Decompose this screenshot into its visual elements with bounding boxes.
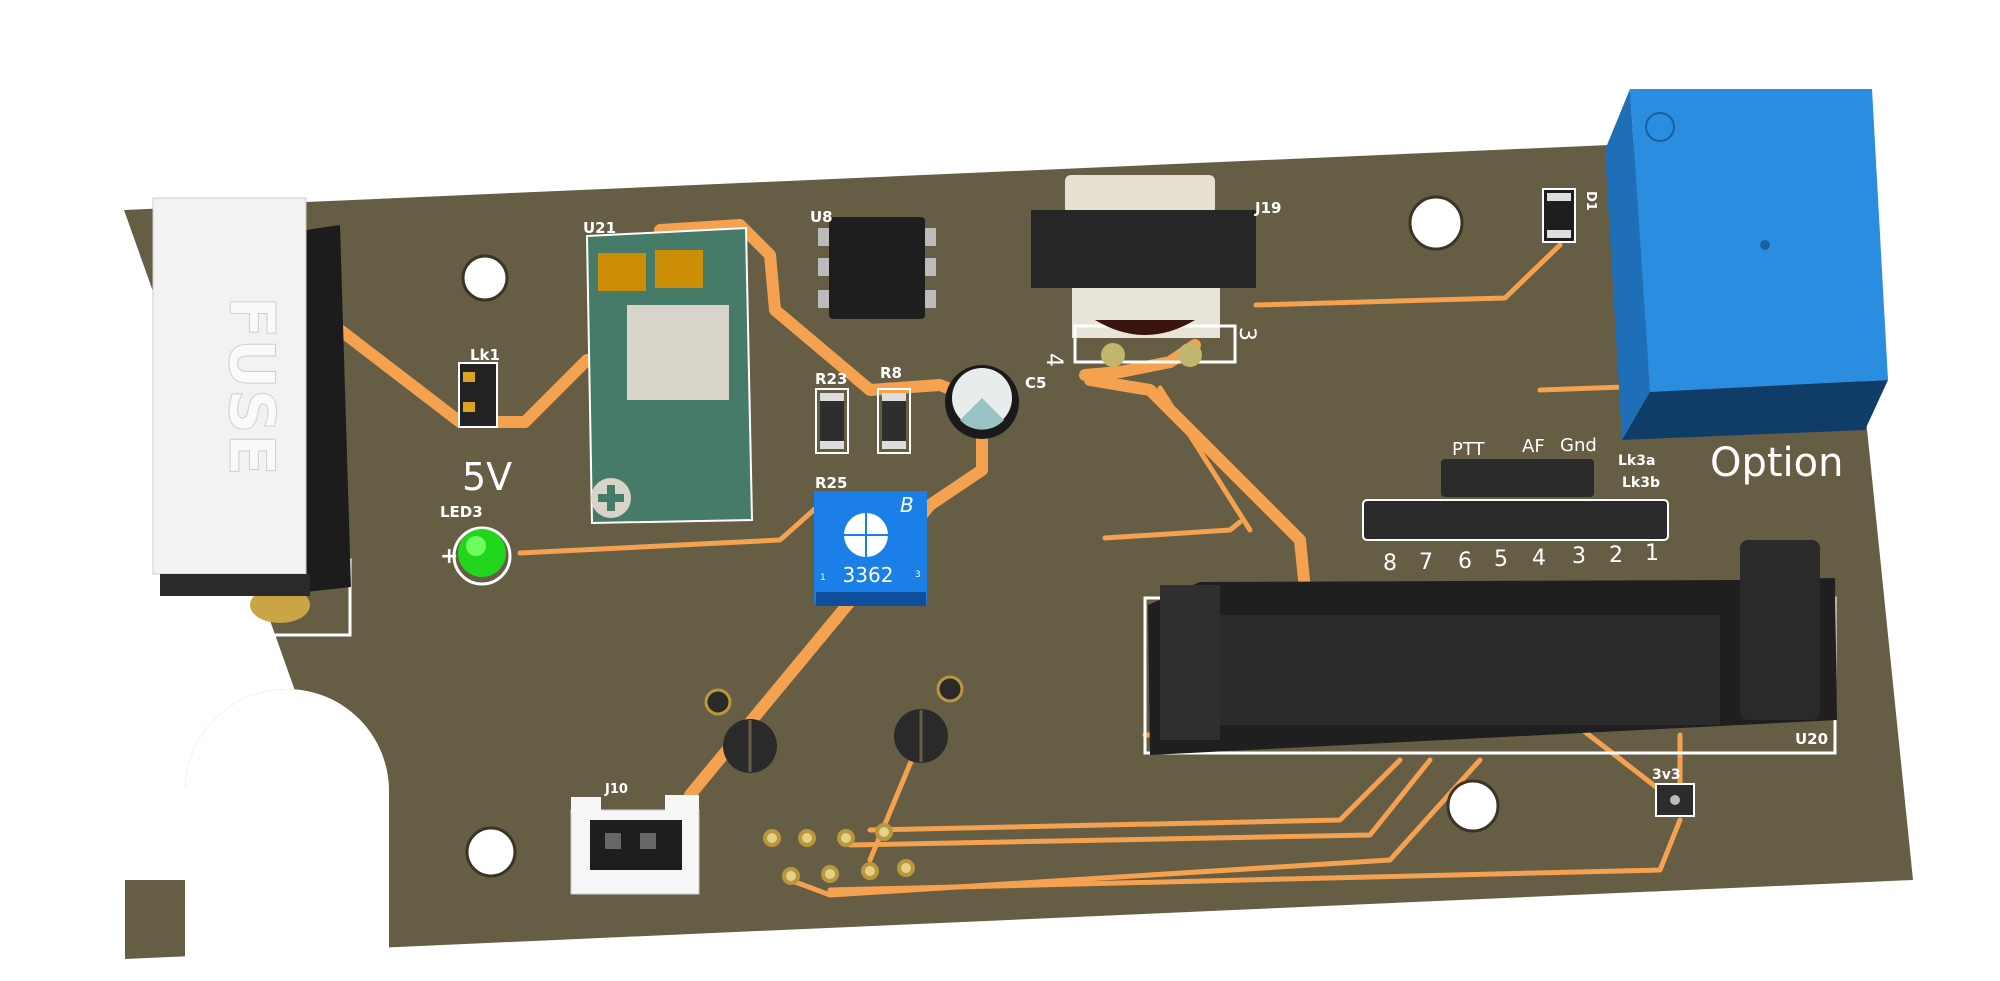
dc-dc-module-u21 <box>585 226 754 525</box>
r8-ref: R8 <box>880 364 902 382</box>
u8-ref: U8 <box>810 208 833 226</box>
resistor-r8 <box>877 388 911 454</box>
lk3-label-af: AF <box>1522 436 1545 457</box>
c5-ref: C5 <box>1025 374 1046 392</box>
mounting-hole <box>465 826 517 878</box>
diode-d1 <box>1542 188 1576 243</box>
r25-ref: R25 <box>815 474 847 492</box>
transistor <box>894 709 948 763</box>
r23-ref: R23 <box>815 370 847 388</box>
fuse-label: FUSE <box>215 296 288 476</box>
lk3a-ref: Lk3a <box>1618 453 1655 469</box>
fuse-holder[interactable]: FUSE <box>152 197 352 637</box>
transistor <box>723 719 777 773</box>
pad-array <box>763 823 915 885</box>
u21-ref: U21 <box>583 219 616 237</box>
ic-u8 <box>818 217 936 319</box>
idc-connector-u20[interactable] <box>1143 540 1837 755</box>
pin-number: 4 <box>1532 546 1546 571</box>
pin-number: 2 <box>1609 543 1623 568</box>
pin-number: 3 <box>1572 544 1586 569</box>
pin-number: 1 <box>1645 541 1659 566</box>
mounting-hole <box>1446 779 1500 833</box>
j19-pin-4: 4 <box>1041 353 1066 367</box>
j19-pin-3: 3 <box>1234 327 1259 341</box>
led3-ref: LED3 <box>440 503 483 521</box>
jumper-lk1[interactable] <box>458 362 498 428</box>
relay-option <box>1605 89 1888 440</box>
r25-pin3: 3 <box>915 570 921 580</box>
relay-option-label: Option <box>1710 440 1844 486</box>
d1-ref: D1 <box>1583 191 1598 211</box>
j19-ref: J19 <box>1254 199 1281 217</box>
header-lk3a[interactable] <box>1441 459 1594 497</box>
lk1-ref: Lk1 <box>470 346 500 364</box>
resistor-r23 <box>815 388 849 454</box>
r25-marking: 3362 <box>843 563 894 587</box>
pin-number: 8 <box>1383 551 1397 576</box>
lk3b-ref: Lk3b <box>1622 475 1660 491</box>
board-cutout <box>185 689 389 960</box>
lk3-label-gnd: Gnd <box>1560 435 1597 456</box>
lk3-pin-numbers: 8 7 6 5 4 3 2 1 <box>1383 541 1659 576</box>
mounting-hole <box>461 254 509 302</box>
j10-ref: J10 <box>604 782 628 797</box>
connector-j19[interactable] <box>1031 175 1256 367</box>
pin-number: 7 <box>1419 550 1433 575</box>
header-lk3b[interactable] <box>1362 499 1669 541</box>
led3 <box>452 526 512 586</box>
capacitor-c5 <box>945 365 1019 439</box>
mounting-hole <box>1408 195 1464 251</box>
lk1-value: 5V <box>462 455 512 499</box>
copper-traces <box>334 219 1683 898</box>
r25-brand: B <box>900 493 914 517</box>
pin-number: 5 <box>1494 547 1508 572</box>
lk3-label-ptt: PTT <box>1452 439 1486 460</box>
regulator-3v3 <box>1655 783 1695 817</box>
led3-polarity: + <box>440 544 458 569</box>
via <box>704 688 732 716</box>
pin-number: 6 <box>1458 549 1472 574</box>
reg3v3-ref: 3v3 <box>1652 767 1681 783</box>
via <box>936 675 964 703</box>
connector-j10[interactable] <box>570 795 700 895</box>
u20-ref: U20 <box>1795 730 1828 748</box>
trimmer-pot-r25[interactable] <box>814 491 927 606</box>
r25-pin1: 1 <box>820 573 826 583</box>
